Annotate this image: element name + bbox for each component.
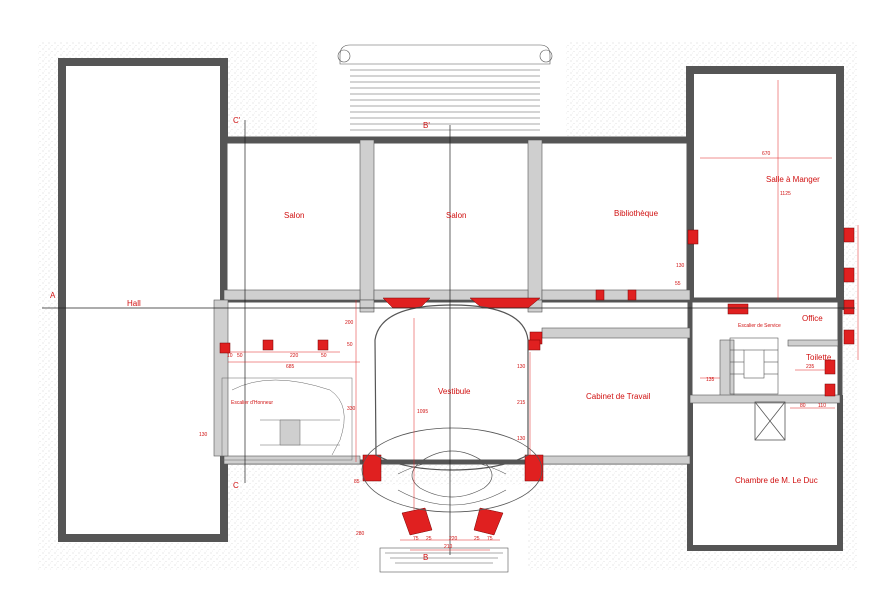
dimension-label: 130 bbox=[517, 364, 526, 370]
dimension-label: 75 bbox=[487, 536, 493, 542]
room-labels: Hall Salon Salon Bibliothèque Salle à Ma… bbox=[127, 175, 832, 485]
dimension-label: 685 bbox=[286, 364, 295, 370]
section-mark-b-bottom: B bbox=[423, 553, 428, 562]
room-label-bibliotheque: Bibliothèque bbox=[614, 209, 659, 218]
section-mark-c-bottom: C bbox=[233, 481, 239, 490]
grand-staircase bbox=[221, 377, 353, 461]
dimension-label: 75 bbox=[413, 536, 419, 542]
room-label-cabinet-de-travail: Cabinet de Travail bbox=[586, 392, 651, 401]
dimension-label: 130 bbox=[676, 263, 685, 269]
dimension-label: 85 bbox=[354, 479, 360, 485]
room-label-salon-left: Salon bbox=[284, 211, 304, 220]
dimension-label: 280 bbox=[356, 531, 365, 537]
room-label-salle-a-manger: Salle à Manger bbox=[766, 175, 820, 184]
dimension-label: 235 bbox=[806, 364, 815, 370]
dimension-label: 50 bbox=[237, 353, 243, 359]
dimension-label: 330 bbox=[347, 406, 356, 412]
section-marks: A B' B C' C bbox=[50, 116, 430, 562]
elevator-shaft bbox=[754, 401, 786, 441]
room-label-salon-center: Salon bbox=[446, 211, 466, 220]
interior-walls bbox=[213, 139, 841, 465]
dimension-label: 135 bbox=[706, 377, 715, 383]
front-steps bbox=[337, 44, 553, 131]
building-walls bbox=[58, 58, 844, 551]
section-mark-c-top: C' bbox=[233, 116, 241, 125]
dimension-label: 50 bbox=[347, 342, 353, 348]
dimension-label: 220 bbox=[290, 353, 299, 359]
dimension-label: 80 bbox=[800, 403, 806, 409]
dimension-label: 670 bbox=[762, 151, 771, 157]
dimension-labels: 670 1125 685 50 220 50 10 200 1095 130 2… bbox=[199, 151, 826, 550]
dimension-label: 1125 bbox=[780, 191, 791, 197]
red-cut-elements bbox=[219, 227, 855, 536]
dimension-label: 55 bbox=[675, 281, 681, 287]
service-staircase bbox=[729, 337, 779, 395]
dimension-label: 110 bbox=[818, 403, 826, 409]
section-mark-a: A bbox=[50, 291, 56, 300]
dimension-label: 220 bbox=[449, 536, 458, 542]
rear-steps bbox=[379, 547, 509, 573]
dimension-label: 50 bbox=[321, 353, 327, 359]
room-label-toilette: Toilette bbox=[806, 353, 832, 362]
room-label-escalier-honneur: Escalier d'Honneur bbox=[231, 400, 273, 406]
room-label-escalier-service: Escalier de Service bbox=[738, 323, 781, 329]
dimension-label: 1095 bbox=[417, 409, 428, 415]
section-mark-b-top: B' bbox=[423, 121, 430, 130]
room-label-chambre: Chambre de M. Le Duc bbox=[735, 476, 818, 485]
dimension-label: 215 bbox=[517, 400, 526, 406]
room-label-hall: Hall bbox=[127, 299, 141, 308]
dimension-label: 130 bbox=[517, 436, 526, 442]
dimension-label: 130 bbox=[199, 432, 208, 438]
room-label-office: Office bbox=[802, 314, 823, 323]
dimension-label: 10 bbox=[227, 353, 233, 359]
dimension-label: 200 bbox=[345, 320, 354, 326]
dimension-label: 210 bbox=[444, 544, 453, 550]
dimension-lines bbox=[228, 80, 859, 551]
dimension-label: 25 bbox=[426, 536, 432, 542]
dimension-label: 25 bbox=[474, 536, 480, 542]
room-label-vestibule: Vestibule bbox=[438, 387, 471, 396]
section-lines bbox=[42, 120, 855, 555]
